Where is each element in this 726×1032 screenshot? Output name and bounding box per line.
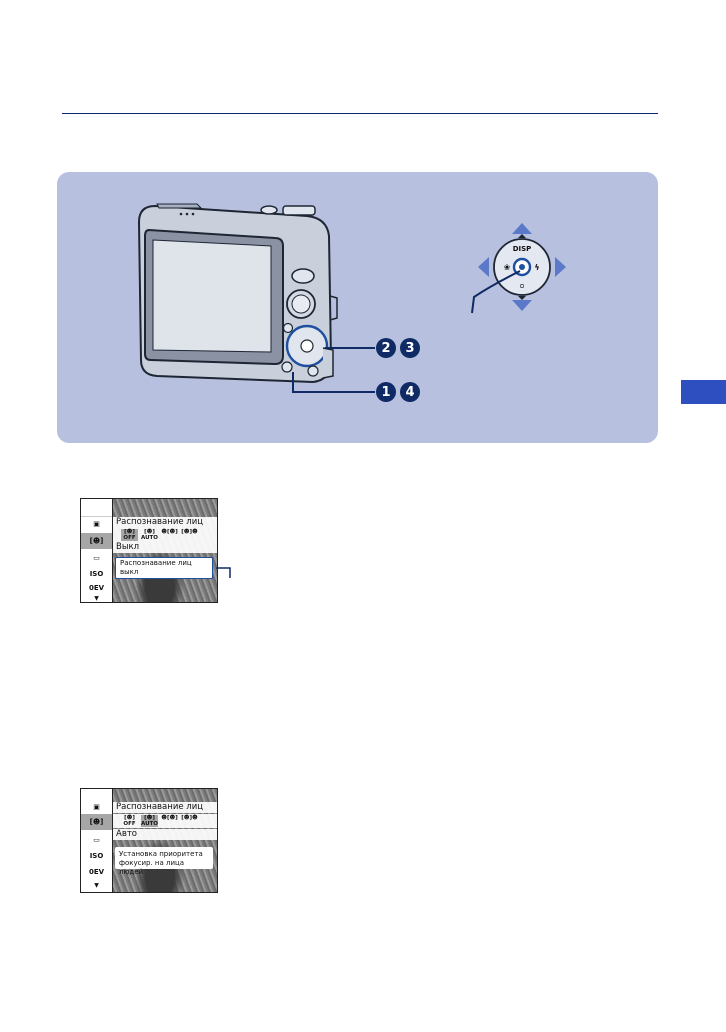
menu-title: Распознавание лиц — [113, 517, 217, 528]
step-badge-3: 3 — [400, 338, 420, 358]
face-auto-option[interactable]: [☻]AUTO — [141, 529, 158, 541]
header-rule — [62, 113, 658, 114]
scene-icon[interactable]: ▣ — [93, 803, 100, 811]
face-adult-option[interactable]: [☻]☻ — [181, 815, 198, 821]
face-detection-icon[interactable]: [☻] — [81, 814, 112, 830]
scene-icon[interactable]: ▣ — [93, 520, 100, 528]
step-badge-4: 4 — [400, 382, 420, 402]
face-detection-menu-off: ▣ [☻] ▭ ISO 0EV ▼ Распознавание лиц [☻]O… — [80, 498, 218, 603]
face-off-option[interactable]: [☻]OFF — [123, 815, 136, 827]
menu-title: Распознавание лиц — [113, 802, 217, 813]
menu-left-column: ▣ [☻] ▭ ISO 0EV ▼ — [81, 499, 113, 602]
menu-tooltip: Установка приоритета фокусир. на лица лю… — [115, 847, 213, 876]
iso-icon[interactable]: ISO — [89, 570, 104, 578]
ev-icon[interactable]: 0EV — [88, 868, 105, 876]
menu-options: [☻]OFF [☻]AUTO ☻[☻] [☻]☻ — [113, 814, 217, 828]
face-off-option[interactable]: [☻]OFF — [121, 529, 138, 541]
svg-text:DISP: DISP — [513, 245, 532, 253]
step-badge-1: 1 — [376, 382, 396, 402]
menu-left-column: ▣ [☻] ▭ ISO 0EV ▼ — [81, 789, 113, 892]
camera-illustration: DISP ϟ ❀ ᴑ — [137, 203, 566, 393]
menu-tooltip: Распознавание лиц выкл — [115, 557, 213, 579]
scroll-down-icon[interactable]: ▼ — [94, 594, 99, 602]
section-side-tab — [681, 380, 726, 404]
face-detection-menu-auto: ▣ [☻] ▭ ISO 0EV ▼ Распознавание лиц [☻]O… — [80, 788, 218, 893]
menu-value: Выкл — [113, 542, 217, 553]
scroll-down-icon[interactable]: ▼ — [94, 881, 99, 889]
menu-options: [☻]OFF [☻]AUTO ☻[☻] [☻]☻ — [113, 528, 217, 542]
ev-icon[interactable]: 0EV — [88, 584, 105, 592]
image-size-icon[interactable]: ▭ — [93, 554, 100, 562]
callout-line — [216, 567, 231, 578]
face-child-option[interactable]: ☻[☻] — [161, 815, 178, 821]
svg-text:❀: ❀ — [504, 263, 511, 272]
step-badge-2: 2 — [376, 338, 396, 358]
svg-text:ᴑ: ᴑ — [520, 282, 525, 290]
menu-blank-icon — [81, 500, 112, 517]
menu-value: Авто — [113, 829, 217, 840]
face-auto-option[interactable]: [☻]AUTO — [141, 815, 158, 827]
image-size-icon[interactable]: ▭ — [93, 836, 100, 844]
iso-icon[interactable]: ISO — [89, 852, 104, 860]
face-detection-icon[interactable]: [☻] — [81, 533, 112, 549]
face-child-option[interactable]: ☻[☻] — [161, 529, 178, 535]
face-adult-option[interactable]: [☻]☻ — [181, 529, 198, 535]
camera-body — [137, 203, 338, 384]
control-wheel-diagram: DISP ϟ ❀ ᴑ — [471, 223, 566, 314]
svg-text:ϟ: ϟ — [534, 263, 539, 272]
